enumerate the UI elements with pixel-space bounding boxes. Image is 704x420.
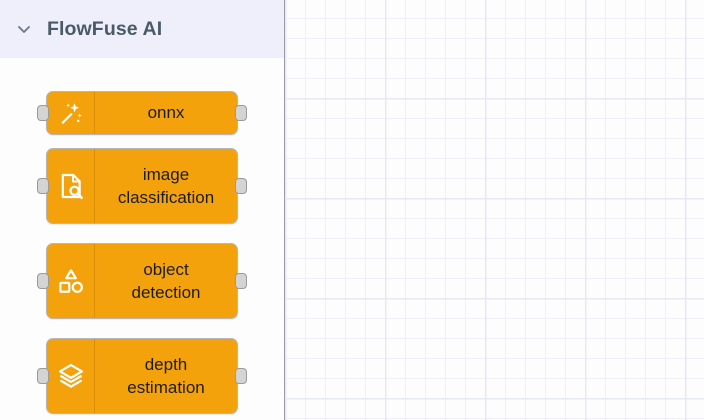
palette-node-label-line: onnx (147, 103, 185, 123)
palette-sidebar: FlowFuse AI (0, 0, 284, 420)
palette-node-row: onnx (0, 58, 284, 135)
palette-node-object-detection[interactable]: object detection (37, 243, 247, 319)
palette-node-row: image classification (0, 128, 284, 224)
node-input-port[interactable] (37, 105, 49, 121)
palette-node-depth-estimation[interactable]: depth estimation (37, 338, 247, 414)
palette-node-label-line: image (142, 164, 190, 184)
palette-node-image-classification[interactable]: image classification (37, 148, 247, 224)
chevron-down-icon (14, 19, 34, 39)
palette-category-title: FlowFuse AI (47, 17, 163, 40)
palette-node-label: depth estimation (95, 339, 237, 413)
layers-icon (47, 339, 95, 413)
node-input-port[interactable] (37, 273, 49, 289)
palette-node-row: depth estimation (0, 319, 284, 414)
palette-node-label-line: detection (131, 283, 201, 302)
shapes-icon (47, 244, 95, 318)
flow-canvas[interactable] (284, 0, 704, 420)
palette-node-label: image classification (95, 149, 237, 223)
palette-node-label: onnx (95, 92, 237, 134)
palette-node-row: object detection (0, 224, 284, 319)
palette-node-label-line: classification (117, 188, 215, 207)
node-input-port[interactable] (37, 178, 49, 194)
palette-node-label-line: depth (144, 354, 188, 374)
palette-node-label: object detection (95, 244, 237, 318)
node-output-port[interactable] (235, 273, 247, 289)
magic-wand-sparkle-icon (47, 92, 95, 134)
palette-node-label-line: object (143, 259, 189, 279)
node-input-port[interactable] (37, 368, 49, 384)
palette-node-label-line: estimation (127, 378, 205, 397)
node-output-port[interactable] (235, 178, 247, 194)
document-search-icon (47, 149, 95, 223)
node-output-port[interactable] (235, 368, 247, 384)
palette-category-header-flowfuse-ai[interactable]: FlowFuse AI (0, 0, 284, 58)
node-output-port[interactable] (235, 105, 247, 121)
palette-node-onnx[interactable]: onnx (37, 91, 247, 135)
palette-node-list: onnx (0, 58, 284, 420)
